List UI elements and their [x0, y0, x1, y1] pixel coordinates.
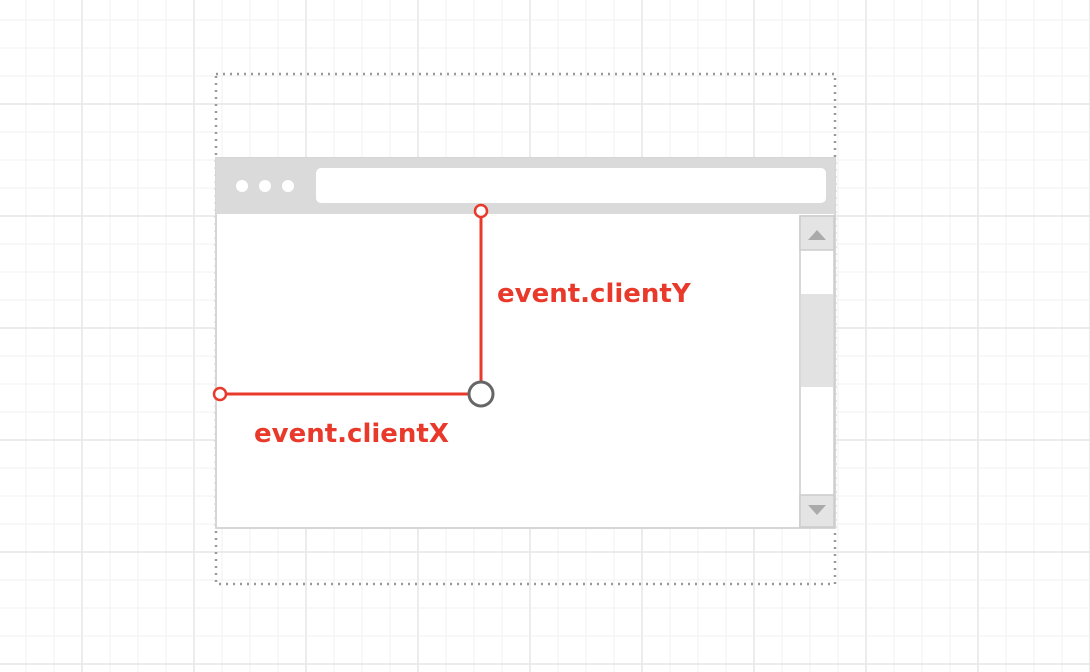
client-y-origin-marker: [473, 203, 489, 219]
address-bar[interactable]: [316, 168, 826, 203]
scrollbar-thumb[interactable]: [801, 294, 833, 387]
scroll-up-button[interactable]: [799, 215, 835, 251]
pointer-circle-icon: [467, 380, 495, 408]
client-x-origin-marker: [212, 386, 228, 402]
scroll-up-arrow-icon: [808, 230, 826, 240]
client-y-label: event.clientY: [497, 279, 692, 309]
scrollbar[interactable]: [799, 215, 835, 528]
window-dots-icon: [236, 180, 294, 192]
client-x-label: event.clientX: [254, 419, 449, 449]
scroll-down-arrow-icon: [808, 505, 826, 515]
browser-window: [215, 157, 836, 529]
